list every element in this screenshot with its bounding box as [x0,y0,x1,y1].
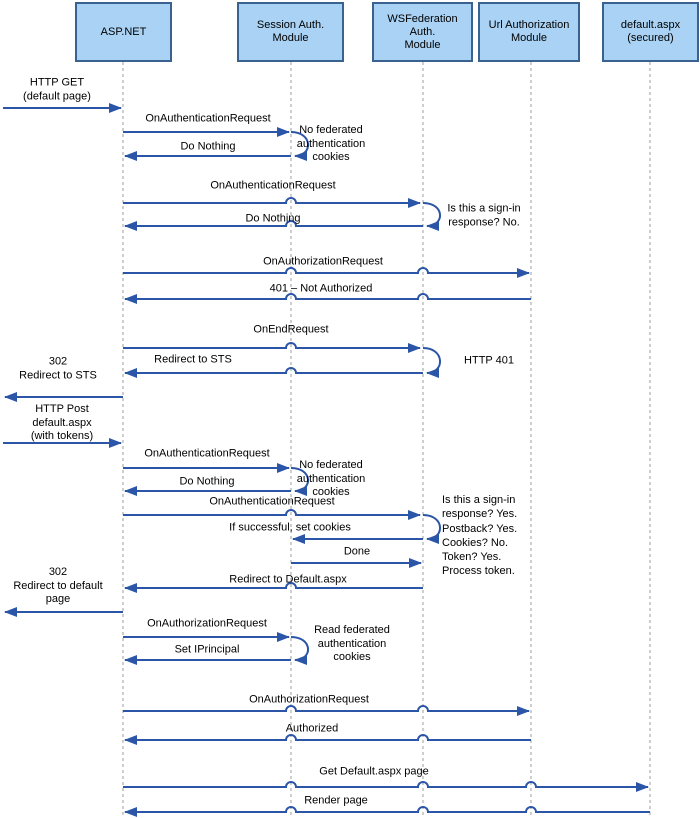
arrow-render-page [124,806,650,817]
label-onauthenticationrequest-3: OnAuthenticationRequest [144,447,270,460]
arc-loop-session-3 [290,636,309,665]
label-do-nothing-2: Do Nothing [245,212,301,225]
actor-url-authorization-module: Url Authorization Module [478,2,580,62]
label-onauthenticationrequest-1: OnAuthenticationRequest [145,112,271,125]
actor-session-auth-module-label: Session Auth. Module [256,19,325,44]
label-authorized: Authorized [285,722,339,735]
label-302-redirect-to-sts: 302 Redirect to STS [19,355,97,382]
arc-loop-session-1 [290,131,309,161]
actor-default-aspx-label: default.aspx (secured) [620,19,681,44]
arrow-authorized [124,734,531,745]
annotation-no-federated-cookies-1: No federated authentication cookies [296,123,366,163]
label-redirect-to-sts: Redirect to STS [154,353,232,366]
actor-session-auth-module: Session Auth. Module [237,2,344,62]
actor-aspnet-label: ASP.NET [100,25,147,38]
arc-loop-wsfed-3 [422,514,441,544]
label-onauthenticationrequest-4: OnAuthenticationRequest [209,495,335,508]
arrow-401-not-authorized [124,293,531,304]
annotation-no-federated-cookies-2: No federated authentication cookies [296,458,366,498]
label-get-default-page: Get Default.aspx page [319,765,429,778]
arrow-redirect-to-default [124,582,423,593]
label-if-successful-set-cookies: If successful, set cookies [229,521,351,534]
label-onauthorizationrequest-3: OnAuthorizationRequest [249,693,369,706]
label-set-iprincipal: Set IPrincipal [174,643,240,656]
actor-default-aspx: default.aspx (secured) [602,2,699,62]
label-401-not-authorized: 401 – Not Authorized [269,282,373,295]
label-render-page: Render page [304,794,368,807]
label-redirect-to-default: Redirect to Default.aspx [229,573,347,586]
label-http-post: HTTP Post default.aspx (with tokens) [30,402,94,442]
actor-wsfederation-auth-module: WSFederation Auth. Module [372,2,473,62]
arrow-do-nothing-2 [124,220,423,231]
annotation-http-401: HTTP 401 [464,354,514,367]
label-do-nothing-1: Do Nothing [180,140,236,153]
label-do-nothing-3: Do Nothing [179,475,235,488]
annotation-sign-in-response-no: Is this a sign-in response? No. [447,202,521,229]
label-onendrequest: OnEndRequest [253,323,329,336]
label-onauthorizationrequest-2: OnAuthorizationRequest [147,617,267,630]
arrow-onauthorizationrequest-3 [123,705,530,716]
arc-loop-session-2 [290,467,309,496]
actor-aspnet: ASP.NET [75,2,172,62]
arrow-onauthenticationrequest-4 [123,509,421,520]
arrow-onauthenticationrequest-2 [123,197,421,208]
arrow-redirect-to-sts [124,367,423,378]
annotation-sign-in-response-yes: Is this a sign-in response? Yes. Postbac… [442,494,518,578]
label-302-redirect-to-default: 302 Redirect to default page [13,565,103,605]
actor-url-authorization-module-label: Url Authorization Module [488,19,570,44]
arc-loop-wsfed-1 [422,202,441,231]
arrow-onauthorizationrequest-1 [123,267,530,278]
arrow-get-default-page [123,781,649,792]
arc-loop-wsfed-2 [422,347,441,378]
arrow-onendrequest [123,342,421,353]
label-onauthorizationrequest-1: OnAuthorizationRequest [263,255,383,268]
annotation-read-federated-cookies: Read federated authentication cookies [314,623,390,663]
actor-wsfederation-auth-module-label: WSFederation Auth. Module [387,12,458,51]
label-done: Done [343,545,371,558]
label-http-get: HTTP GET (default page) [23,76,91,103]
label-onauthenticationrequest-2: OnAuthenticationRequest [210,179,336,192]
